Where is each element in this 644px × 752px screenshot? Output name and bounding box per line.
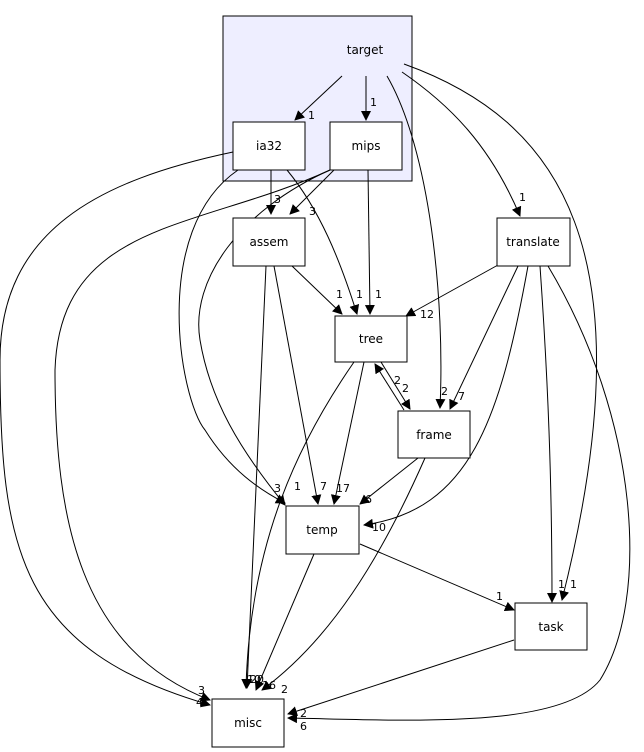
label-frame-temp: 6	[365, 493, 372, 506]
edge-mips-misc	[54, 169, 331, 702]
edge-mips-tree	[364, 169, 375, 315]
edge-target-task	[403, 63, 598, 601]
label-mips-temp: 1	[294, 480, 301, 493]
edge-labels: 1 1 1 2 1 3 1 3 4 3 1 1 3 1 7 20 12 7 10…	[196, 96, 577, 733]
label-target-ia32: 1	[308, 109, 315, 122]
edge-frame-temp	[359, 457, 419, 505]
label-frame-misc: 2	[281, 683, 288, 696]
node-mips-label: mips	[352, 139, 381, 153]
label-temp-misc: 16	[262, 679, 276, 692]
edge-translate-task	[539, 265, 557, 603]
label-target-task: 1	[570, 578, 577, 591]
label-mips-misc: 3	[198, 684, 205, 697]
edge-ia32-misc	[0, 151, 234, 708]
label-ia32-tree: 1	[356, 288, 363, 301]
node-translate-label: translate	[506, 235, 560, 249]
edge-translate-frame	[449, 265, 519, 410]
label-translate-misc: 6	[300, 720, 307, 733]
node-mips[interactable]: mips	[329, 121, 403, 171]
node-ia32-label: ia32	[256, 139, 282, 153]
edge-frame-tree	[374, 363, 405, 411]
cluster-target-label: target	[347, 43, 384, 57]
label-target-frame: 2	[441, 385, 448, 398]
label-assem-tree: 1	[336, 288, 343, 301]
label-tree-frame: 2	[402, 382, 409, 395]
edges	[0, 63, 631, 724]
node-ia32[interactable]: ia32	[232, 121, 306, 171]
label-tree-temp: 17	[336, 482, 350, 495]
label-frame-tree: 2	[394, 374, 401, 387]
edge-translate-temp	[363, 265, 529, 529]
label-assem-misc: 20	[250, 673, 264, 686]
label-target-translate: 1	[519, 191, 526, 204]
edge-target-ia32	[294, 75, 343, 121]
edge-target-translate	[401, 71, 522, 217]
label-tree-misc: 10	[247, 673, 261, 686]
label-translate-tree: 12	[420, 308, 434, 321]
node-tree[interactable]: tree	[334, 315, 408, 363]
node-assem[interactable]: assem	[232, 217, 306, 267]
label-translate-temp: 10	[372, 521, 386, 534]
edge-assem-misc	[242, 265, 267, 689]
label-ia32-temp: 3	[274, 482, 281, 495]
edge-mips-temp	[198, 169, 331, 506]
node-translate[interactable]: translate	[496, 217, 571, 267]
label-translate-frame: 7	[458, 390, 465, 403]
node-misc-label: misc	[234, 716, 262, 730]
label-mips-assem: 3	[309, 205, 316, 218]
label-ia32-misc: 4	[196, 696, 203, 709]
label-assem-temp: 7	[320, 480, 327, 493]
edge-assem-tree	[291, 265, 343, 315]
edge-target-frame	[386, 75, 446, 409]
edge-ia32-tree	[286, 169, 360, 315]
edge-mips-assem	[289, 169, 335, 215]
edge-temp-misc	[254, 553, 315, 691]
node-frame[interactable]: frame	[397, 410, 471, 459]
node-temp-label: temp	[306, 523, 337, 537]
edge-translate-misc	[287, 265, 631, 724]
label-target-mips: 1	[370, 96, 377, 109]
edge-task-misc	[287, 639, 515, 716]
node-temp[interactable]: temp	[285, 505, 360, 555]
label-temp-task: 1	[496, 590, 503, 603]
node-task-label: task	[538, 620, 563, 634]
edge-frame-misc	[261, 457, 426, 691]
edge-tree-temp	[330, 361, 365, 505]
node-tree-label: tree	[359, 332, 383, 346]
node-frame-label: frame	[416, 428, 452, 442]
edge-ia32-temp	[178, 169, 286, 504]
label-task-misc: 2	[300, 707, 307, 720]
edge-tree-frame	[380, 361, 411, 410]
node-misc[interactable]: misc	[211, 698, 285, 748]
edge-translate-tree	[405, 264, 499, 317]
edge-tree-misc	[241, 361, 355, 689]
label-mips-tree: 1	[375, 288, 382, 301]
edge-assem-temp	[273, 265, 322, 505]
node-task[interactable]: task	[514, 602, 588, 651]
edge-temp-task	[359, 543, 515, 612]
node-assem-label: assem	[250, 235, 289, 249]
label-translate-task: 1	[558, 578, 565, 591]
label-ia32-assem: 3	[274, 193, 281, 206]
